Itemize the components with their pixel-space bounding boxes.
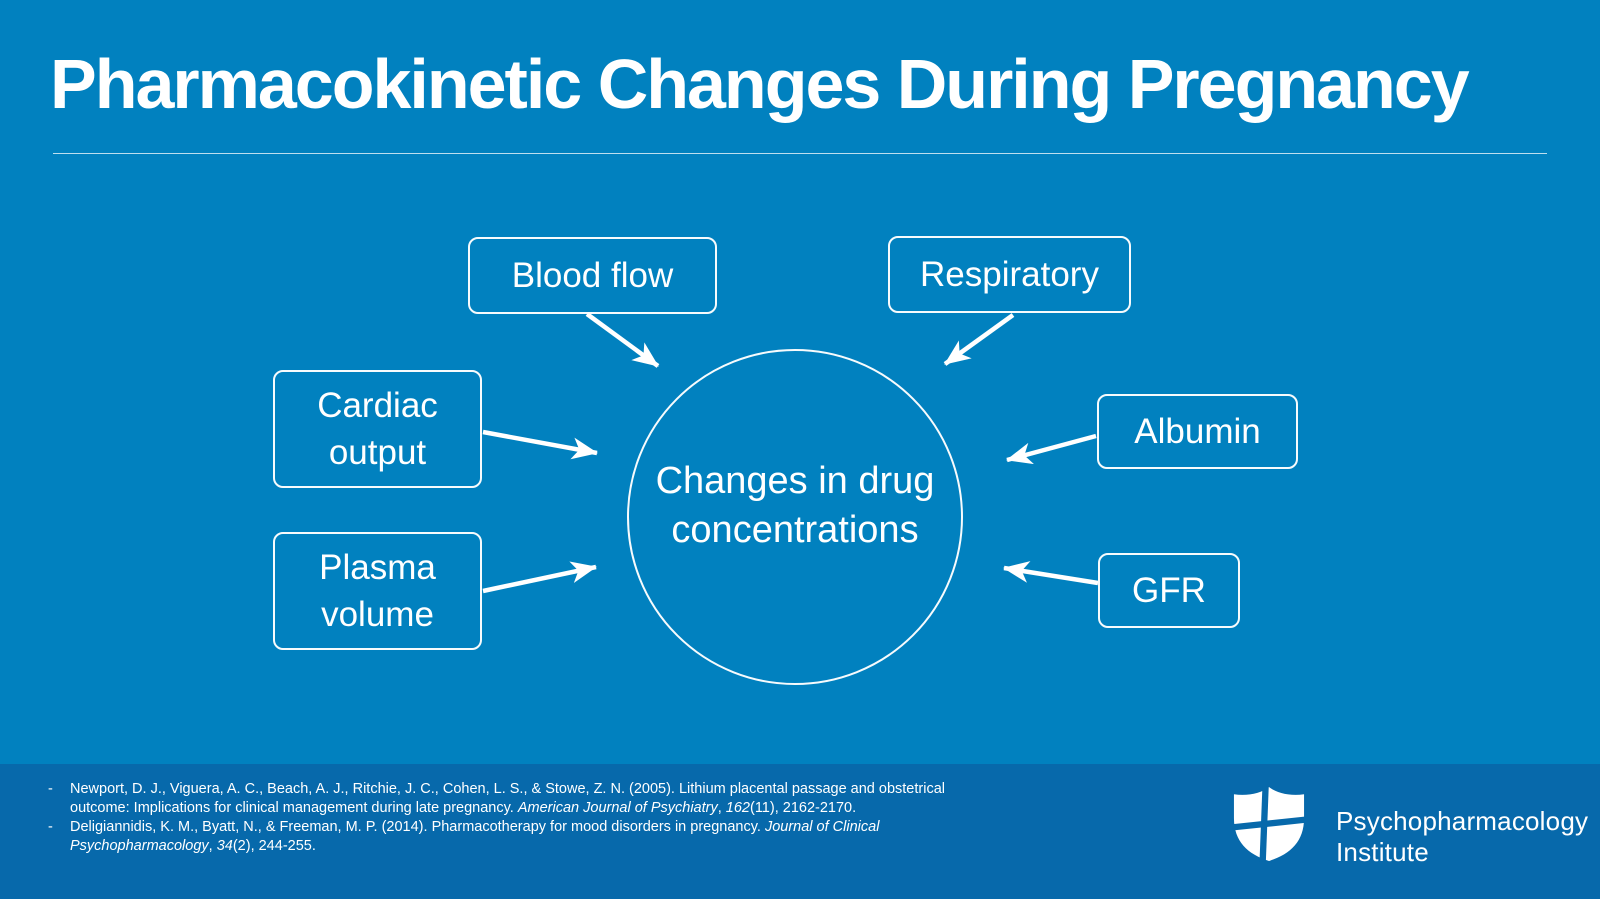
node-blood-flow-label: Blood flow [511,255,674,295]
node-cardiac-output-label: Cardiac output [317,385,438,472]
node-plasma-volume-label: Plasma volume [319,547,436,634]
page-title: Pharmacokinetic Changes During Pregnancy [50,45,1470,123]
brand-name-line2: Institute [1336,836,1429,867]
reference-bullet: - [48,819,53,836]
node-respiratory-label: Respiratory [920,254,1099,294]
node-blood-flow: Blood flow [468,237,717,314]
node-albumin: Albumin [1097,394,1298,469]
arrow-albumin-to-center [1006,433,1097,465]
reference-item: -Deligiannidis, K. M., Byatt, N., & Free… [48,818,978,855]
arrow-cardiac-to-center [482,429,598,460]
shield-cross-icon [1232,786,1306,862]
node-gfr-label: GFR [1132,570,1206,610]
arrow-plasma-to-center [482,561,597,594]
center-circle-changes-in-drug-concentrations: Changes in drug concentrations [627,349,963,685]
reference-text: Deligiannidis, K. M., Byatt, N., & Freem… [70,819,880,854]
node-albumin-label: Albumin [1134,411,1261,451]
arrow-gfr-to-center [1003,561,1099,586]
node-respiratory: Respiratory [888,236,1131,313]
footer-band: -Newport, D. J., Viguera, A. C., Beach, … [0,764,1600,899]
arrow-respiratory-to-center [943,313,1015,366]
references-list: -Newport, D. J., Viguera, A. C., Beach, … [48,780,978,856]
node-gfr: GFR [1098,553,1240,628]
reference-text: Newport, D. J., Viguera, A. C., Beach, A… [70,781,945,816]
arrow-blood-flow-to-center [585,312,660,368]
reference-bullet: - [48,781,53,797]
title-underline [53,153,1547,154]
brand-name-line1: Psychopharmacology [1336,806,1589,836]
concept-diagram: Blood flow Respiratory Cardiac output Pl… [273,236,1298,685]
brand-logo: Psychopharmacology Institute [1232,786,1588,867]
brand-name: Psychopharmacology Institute [1336,806,1588,867]
reference-item: - Newport, D. J., Viguera, A. C., Beach, … [48,780,978,817]
center-circle-label: Changes in drug concentrations [655,459,935,551]
node-cardiac-output: Cardiac output [273,370,482,488]
node-plasma-volume: Plasma volume [273,532,482,650]
